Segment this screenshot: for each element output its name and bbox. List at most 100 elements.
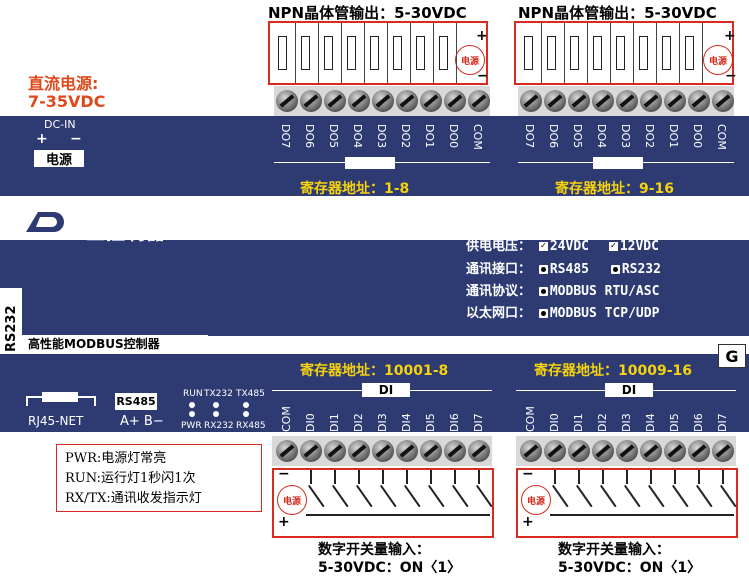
output-channel-divider — [564, 23, 565, 83]
input-switch-lead — [430, 470, 432, 484]
output-terminal-label: DO0 — [447, 124, 460, 149]
led-tx232-indicator — [213, 402, 219, 408]
terminal-screw-icon — [544, 440, 566, 462]
output-channel-resistor — [278, 36, 287, 70]
input-terminal-label: DI4 — [400, 413, 413, 432]
output-terminal-label: DO4 — [351, 124, 364, 149]
output-channel-divider — [387, 23, 388, 83]
led-label-rx485: RX485 — [236, 421, 266, 431]
output-channel-divider — [295, 23, 296, 83]
output-plus-1: + — [476, 28, 488, 44]
input-terminal-label: DI2 — [596, 413, 609, 432]
output-title-2: NPN晶体管输出：5-30VDC — [518, 4, 717, 22]
terminal-screw-icon — [444, 440, 466, 462]
spec-supply-voltage-label: 供电电压： — [466, 239, 532, 254]
terminal-screw-icon — [688, 90, 710, 112]
power-supply-title: 直流电源: — [28, 74, 99, 93]
output-terminal-label: DO3 — [375, 124, 388, 149]
spec-modbus-tcp: MODBUS TCP/UDP — [549, 306, 660, 321]
input-terminal-label: DI3 — [376, 413, 389, 432]
spec-modbus-rtu: MODBUS RTU/ASC — [549, 284, 660, 299]
terminal-screw-icon — [372, 440, 394, 462]
spec-comm-port: 通讯接口： RS485 RS232 — [466, 258, 661, 277]
led-tx485-indicator — [243, 402, 249, 408]
ground-terminal: G — [718, 344, 746, 368]
bullet-icon — [610, 265, 620, 274]
power-supply-range: 7-35VDC — [28, 92, 106, 111]
input-power-badge-1: 电源 — [277, 485, 307, 515]
check-icon: ✓ — [538, 241, 548, 251]
output-terminal-label: DO4 — [595, 124, 608, 149]
terminal-screw-icon — [592, 440, 614, 462]
input-di-box-2: DI — [605, 383, 653, 397]
output-terminal-label: DO1 — [667, 124, 680, 149]
input-terminal-label: DI3 — [620, 413, 633, 432]
spec-protocol: 通讯协议： MODBUS RTU/ASC — [466, 280, 659, 299]
input-switch-lead — [602, 470, 604, 484]
output-channel-divider — [656, 23, 657, 83]
output-minus-2: − — [725, 68, 737, 84]
terminal-screw-icon — [712, 90, 734, 112]
input-caption-1b: 5-30VDC：ON〈1〉 — [318, 560, 462, 576]
input-terminal-label: DI4 — [644, 413, 657, 432]
input-terminal-label: DI1 — [328, 413, 341, 432]
input-switch-lead — [406, 470, 408, 484]
input-plus-1: + — [278, 514, 290, 530]
brand-logo-icon — [24, 210, 64, 234]
terminal-screw-icon — [300, 440, 322, 462]
input-switch-lead — [382, 470, 384, 484]
output-channel-resistor — [370, 36, 379, 70]
model-label: 高性能MODBUS控制器 — [22, 335, 208, 354]
white-band-top — [0, 196, 749, 240]
input-common-rail — [550, 514, 734, 516]
check-icon: ✓ — [608, 241, 618, 251]
input-caption-2a: 数字开关量输入： — [558, 542, 670, 558]
output-bus-block-1 — [345, 157, 395, 169]
bullet-icon — [538, 265, 548, 274]
input-di-box-1: DI — [362, 383, 410, 397]
terminal-screw-icon — [468, 90, 490, 112]
input-terminal-label: COM — [524, 406, 537, 432]
dc-in-minus: − — [70, 131, 82, 147]
output-channel-resistor — [393, 36, 402, 70]
output-channel-divider — [679, 23, 680, 83]
spec-protocol-label: 通讯协议： — [466, 284, 532, 299]
terminal-screw-icon — [568, 440, 590, 462]
spec-ethernet: 以太网口： MODBUS TCP/UDP — [466, 302, 659, 321]
spec-comm-port-label: 通讯接口： — [466, 262, 532, 277]
input-terminal-label: DI1 — [572, 413, 585, 432]
input-terminal-label: DI6 — [448, 413, 461, 432]
output-channel-divider — [456, 23, 457, 83]
output-power-badge-1: 电源 — [455, 45, 485, 75]
output-channel-resistor — [639, 36, 648, 70]
output-channel-divider — [433, 23, 434, 83]
output-channel-resistor — [416, 36, 425, 70]
input-terminal-label: DI0 — [548, 413, 561, 432]
rs232-tab-label: RS232 — [4, 305, 19, 352]
led-label-rx232: RX232 — [204, 421, 234, 431]
output-terminal-label: DO6 — [547, 124, 560, 149]
terminal-screw-icon — [300, 90, 322, 112]
output-terminal-label: DO6 — [303, 124, 316, 149]
terminal-screw-icon — [420, 440, 442, 462]
input-switch-lead — [650, 470, 652, 484]
bullet-icon — [538, 287, 548, 296]
input-common-rail — [306, 514, 490, 516]
terminal-screw-icon — [396, 90, 418, 112]
input-terminal-label: DI2 — [352, 413, 365, 432]
input-terminal-label: DI7 — [472, 413, 485, 432]
legend-rxtx: RX/TX:通讯收发指示灯 — [65, 491, 202, 506]
bullet-icon — [538, 309, 548, 318]
terminal-screw-icon — [396, 440, 418, 462]
rj45-label: RJ45-NET — [28, 414, 84, 428]
rj45-port[interactable] — [42, 392, 78, 402]
input-switch-lead — [310, 470, 312, 484]
terminal-screw-icon — [276, 90, 298, 112]
input-switch-lead — [626, 470, 628, 484]
led-legend: PWR:电源灯常亮 RUN:运行灯1秒闪1次 RX/TX:通讯收发指示灯 — [56, 444, 262, 512]
terminal-screw-icon — [640, 90, 662, 112]
terminal-screw-icon — [348, 440, 370, 462]
output-register-2: 寄存器地址：9-16 — [555, 181, 675, 197]
input-caption-1a: 数字开关量输入： — [318, 542, 430, 558]
terminal-screw-icon — [372, 90, 394, 112]
